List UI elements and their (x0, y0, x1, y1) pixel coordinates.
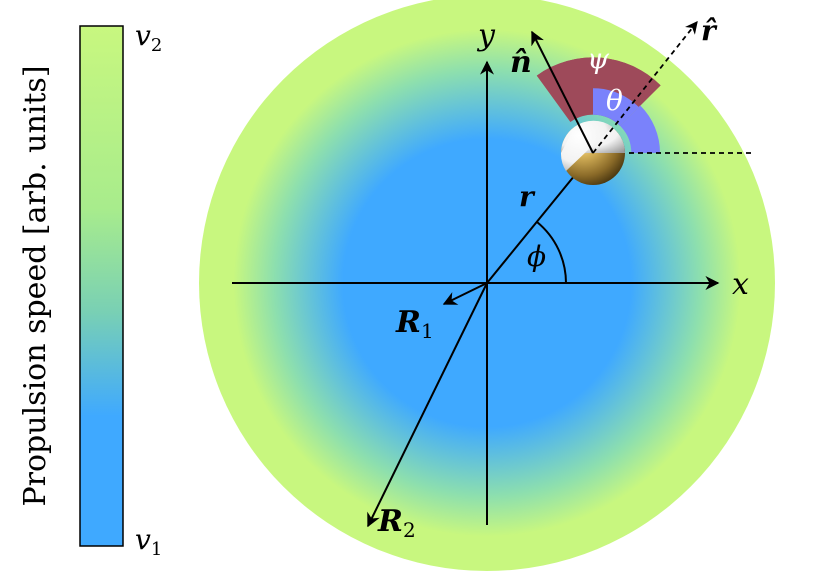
janus-particle-white-side (560, 120, 613, 171)
position-vector-r (486, 157, 589, 284)
phi-arc (536, 221, 567, 284)
colorbar-top-label: v2 (135, 19, 162, 56)
y-axis-label: y (476, 18, 496, 53)
vector-R2-label: R2 (377, 504, 416, 542)
position-vector-r-label: r (519, 180, 536, 213)
r-hat-label: r̂ (701, 14, 718, 47)
colorbar: Propulsion speed [arb. units] v2 v1 (18, 19, 162, 560)
colorbar-bottom-label: v1 (135, 523, 162, 560)
axes: x y (232, 18, 749, 525)
orientation-vector-n-hat (531, 30, 594, 154)
theta-label: θ (606, 84, 623, 117)
psi-wedge-top (536, 57, 661, 107)
theta-wedge-inner (593, 85, 641, 126)
radial-unit-vector-r-hat (592, 21, 698, 154)
psi-label: ψ (587, 42, 610, 75)
x-axis-label: x (732, 267, 749, 302)
colorbar-gradient (79, 25, 124, 547)
colorbar-title: Propulsion speed [arb. units] (18, 65, 53, 506)
vector-R1-label: R1 (395, 305, 434, 343)
vector-R1 (442, 282, 488, 305)
theta-wedge (620, 105, 660, 153)
vector-R2 (367, 282, 488, 528)
phi-label: ϕ (527, 240, 546, 273)
angle-wedges (536, 57, 661, 153)
n-hat-label: n̂ (510, 45, 532, 80)
